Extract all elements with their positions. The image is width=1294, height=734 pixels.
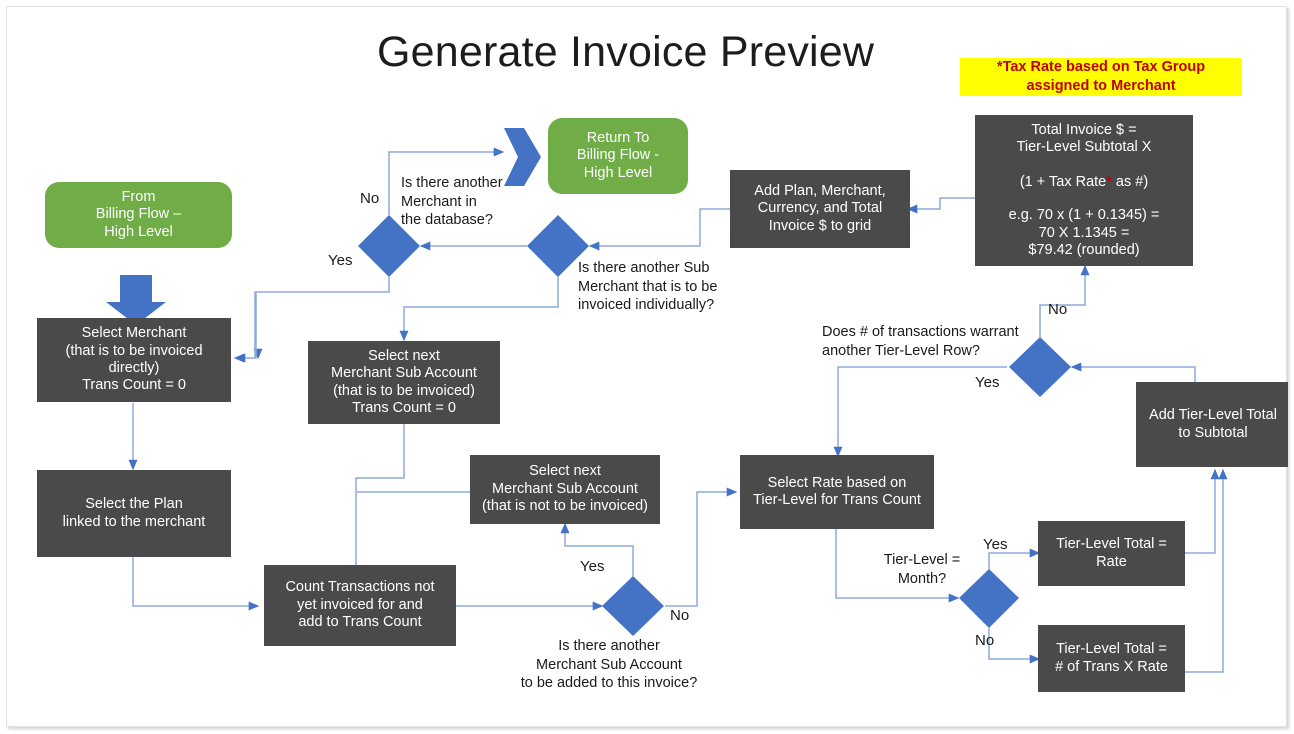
- process-total-invoice-formula: Total Invoice $ = Tier-Level Subtotal X …: [975, 115, 1193, 266]
- total-invoice-line-3: (1 + Tax Rate* as #): [1020, 156, 1148, 191]
- total-invoice-line-1: Total Invoice $ =: [1031, 121, 1137, 138]
- decision-another-sub-merchant-shape: [527, 215, 589, 277]
- process-select-merchant: Select Merchant (that is to be invoiced …: [37, 318, 231, 402]
- decision-another-tier-row-shape: [1009, 337, 1071, 397]
- decision-shapes: [358, 215, 1071, 636]
- edge-rate-total-to-add: [1185, 468, 1220, 554]
- decision-label-another-merchant: Is there another Merchant in the databas…: [401, 175, 503, 229]
- down-arrow-icon: [106, 275, 166, 325]
- edge-month-no: [988, 628, 1041, 664]
- decision-label-another-tier-row: Does # of transactions warrant another T…: [822, 324, 1019, 359]
- edge-total-to-grid: [906, 197, 975, 214]
- total-invoice-line-2: Tier-Level Subtotal X: [1016, 139, 1152, 156]
- edge-label-sub-account-yes: Yes: [580, 558, 605, 575]
- edge-grid-to-submerchant: [588, 208, 732, 251]
- page-title: Generate Invoice Preview: [377, 28, 875, 76]
- process-add-to-grid: Add Plan, Merchant, Currency, and Total …: [730, 170, 910, 248]
- tax-rate-note: *Tax Rate based on Tax Group assigned to…: [960, 58, 1242, 96]
- total-invoice-line-3a: (1 + Tax Rate: [1019, 173, 1107, 190]
- decision-label-tier-level-month: Tier-Level = Month?: [883, 552, 961, 587]
- edge-plan-to-count: [132, 557, 260, 611]
- process-select-next-sub-account-not-invoiced: Select next Merchant Sub Account (that i…: [470, 455, 660, 524]
- total-invoice-example: e.g. 70 x (1 + 0.1345) = 70 X 1.1345 = $…: [1008, 207, 1160, 258]
- edge-merchant-no: [388, 147, 505, 215]
- edge-submerchant-yes: [399, 277, 559, 342]
- edge-label-merchant-yes: Yes: [328, 252, 353, 269]
- edge-tierdecision-no: [1039, 264, 1090, 337]
- edge-tierdecision-yes: [833, 366, 1007, 458]
- process-tier-level-total-trans-rate: Tier-Level Total = # of Trans X Rate: [1038, 625, 1185, 692]
- add-tier-level-total-label: Add Tier-Level Total to Subtotal: [1149, 407, 1277, 441]
- edge-subdecision-no: [665, 487, 738, 607]
- edge-label-month-no: No: [975, 632, 995, 649]
- process-count-transactions: Count Transactions not yet invoiced for …: [264, 565, 456, 646]
- process-select-rate: Select Rate based on Tier-Level for Tran…: [740, 455, 934, 529]
- total-invoice-line-3b: as #): [1111, 173, 1149, 190]
- decision-label-another-sub-merchant: Is there another Sub Merchant that is to…: [578, 260, 718, 314]
- block-arrow-down: [106, 275, 166, 325]
- process-select-plan: Select the Plan linked to the merchant: [37, 470, 231, 557]
- edge-rate-to-month: [835, 529, 960, 603]
- process-add-tier-level-total-to-subtotal: Add Tier-Level Total to Subtotal: [1136, 382, 1288, 467]
- decision-another-sub-account-shape: [602, 576, 664, 636]
- edge-label-merchant-no: No: [360, 190, 380, 207]
- edge-subdecision-yes: [560, 522, 634, 576]
- tax-rate-asterisk: *: [1106, 173, 1112, 190]
- edge-trans-total-to-add: [1185, 468, 1228, 673]
- block-arrow-right: [504, 128, 541, 186]
- edge-label-tier-row-yes: Yes: [975, 374, 1000, 391]
- edge-merchantdb-yes-line: [254, 277, 390, 358]
- decision-tier-level-month-shape: [959, 569, 1019, 628]
- edge-label-sub-account-no: No: [670, 607, 690, 624]
- edge-label-month-yes: Yes: [983, 536, 1008, 553]
- terminator-from-billing-flow: From Billing Flow – High Level: [45, 182, 232, 248]
- edge-label-tier-row-no: No: [1048, 301, 1068, 318]
- edge-into-select-merchant: [234, 292, 257, 363]
- process-tier-level-total-rate: Tier-Level Total = Rate: [1038, 521, 1185, 586]
- decision-another-merchant-shape: [358, 215, 420, 277]
- process-select-next-sub-account-invoiced: Select next Merchant Sub Account (that i…: [308, 341, 500, 424]
- right-arrow-icon: [504, 128, 541, 186]
- edge-month-yes: [988, 548, 1041, 569]
- edge-subinvoiced-to-count: [351, 424, 405, 582]
- terminator-return-to-billing-flow: Return To Billing Flow - High Level: [548, 118, 688, 194]
- decision-label-another-sub-account: Is there another Merchant Sub Account to…: [520, 638, 698, 692]
